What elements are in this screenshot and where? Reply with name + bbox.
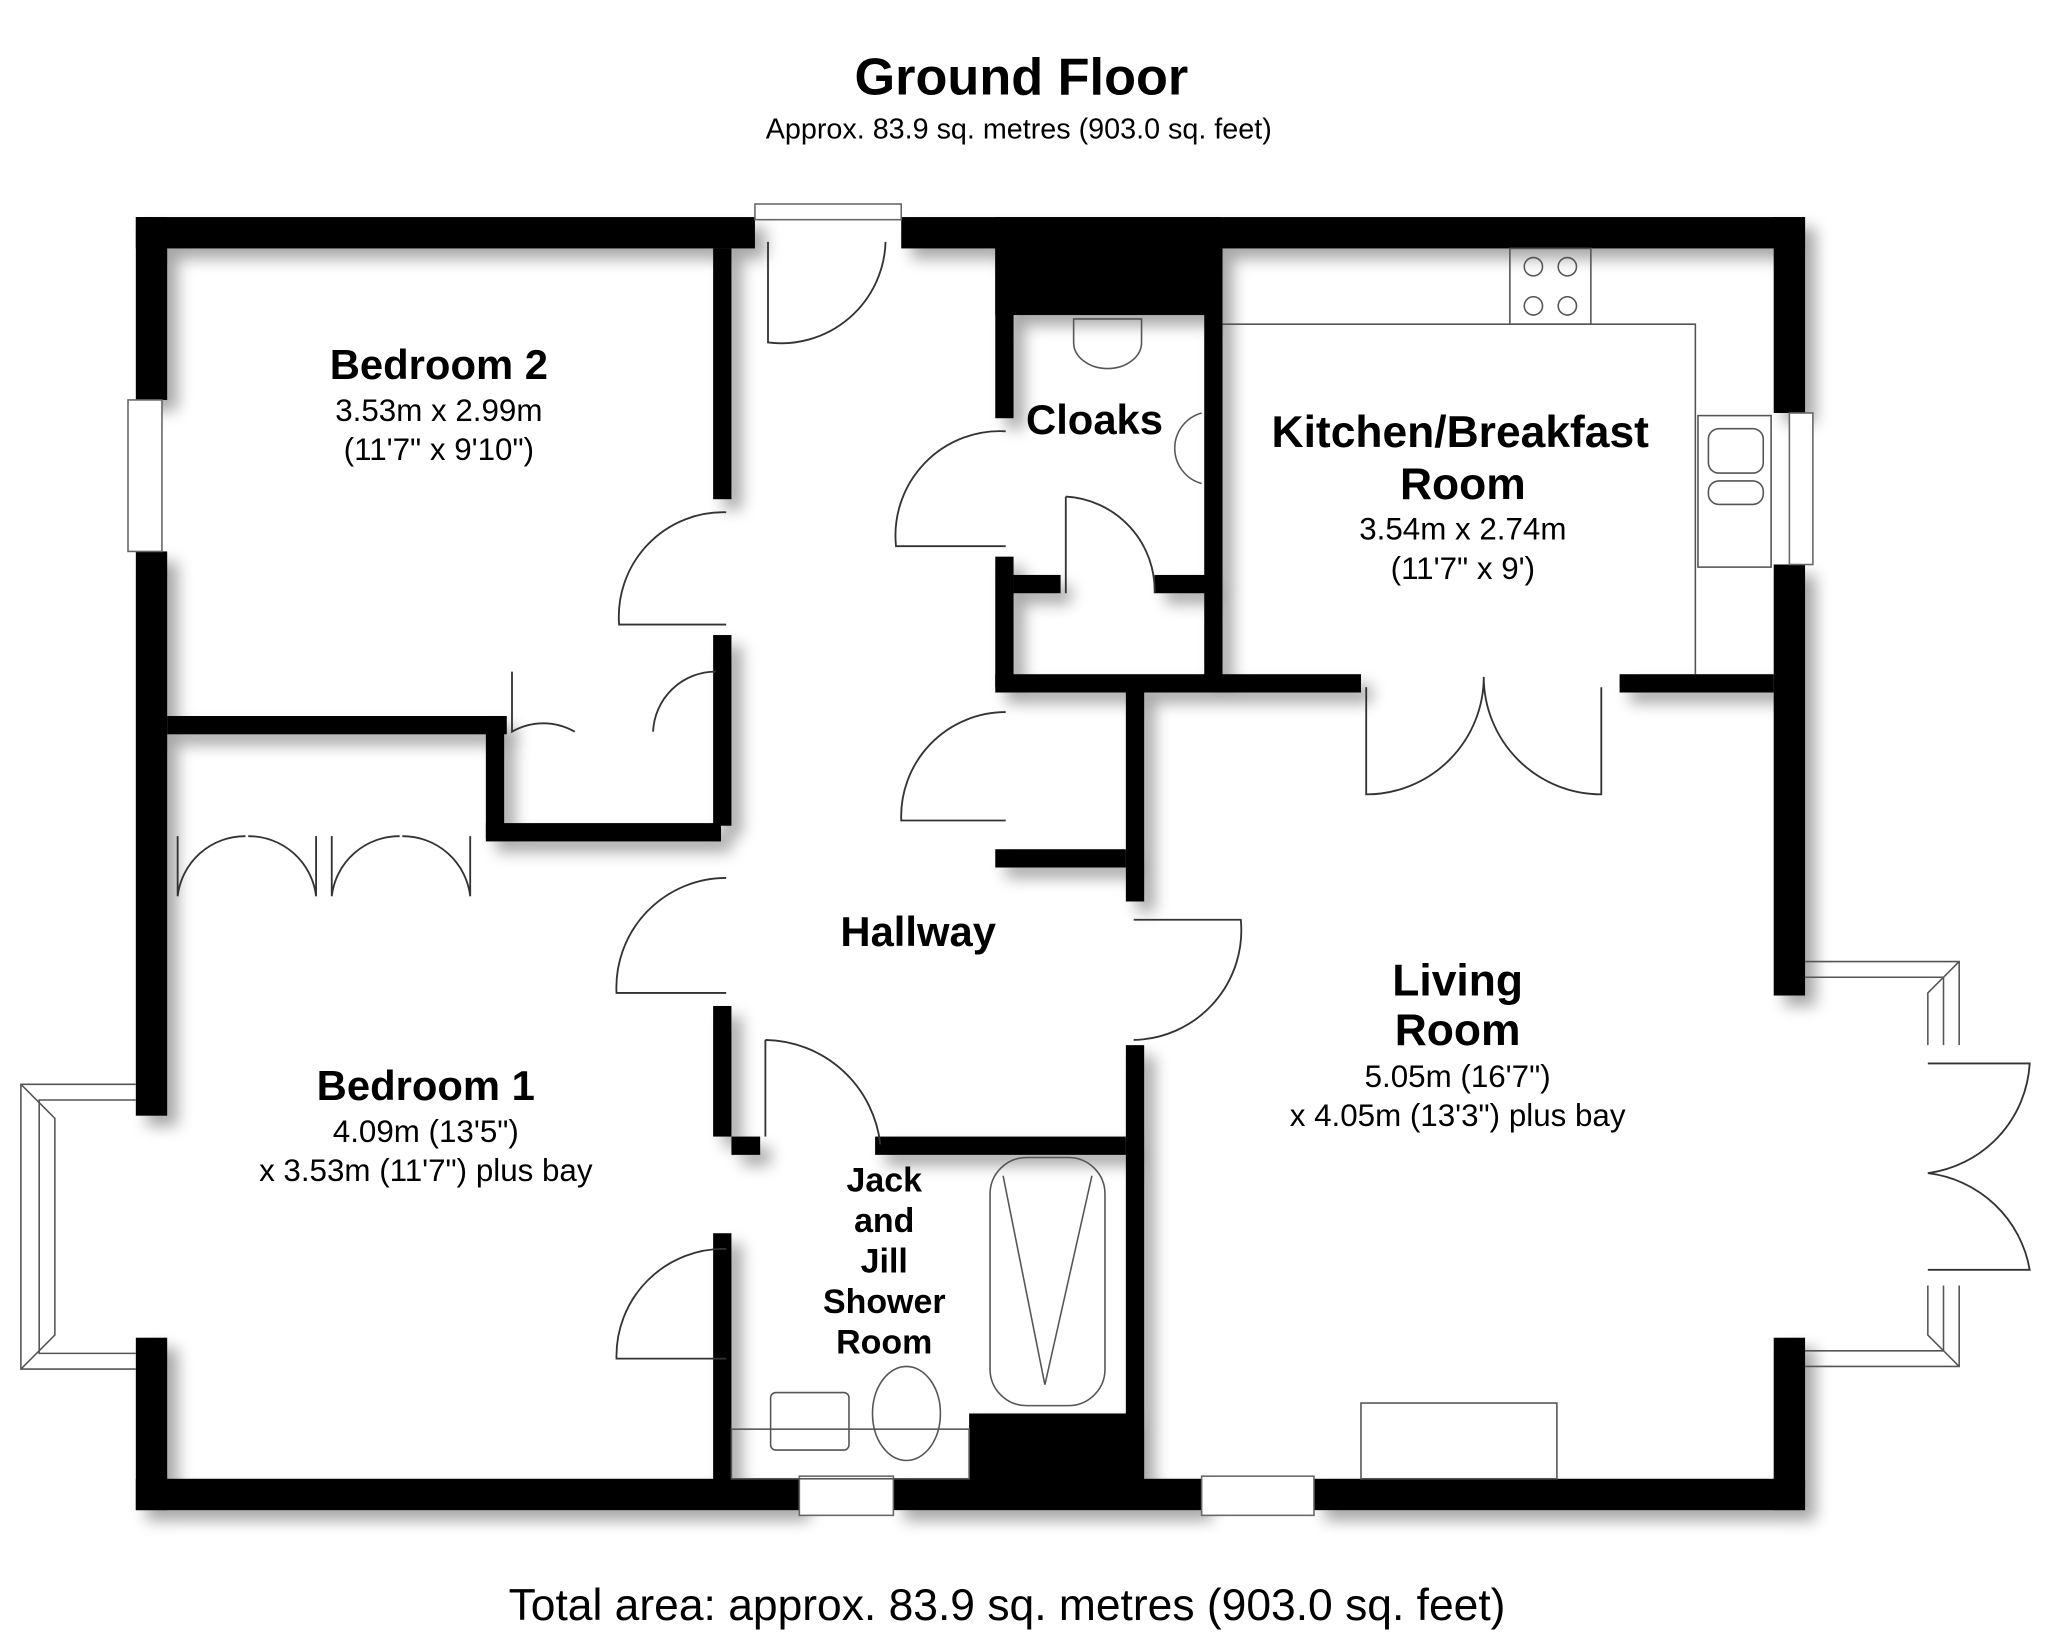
svg-text:and: and (854, 1202, 914, 1240)
svg-text:x 4.05m (13'3") plus bay: x 4.05m (13'3") plus bay (1290, 1098, 1626, 1133)
svg-text:Room: Room (1395, 1006, 1521, 1055)
svg-text:Bedroom 2: Bedroom 2 (330, 341, 548, 388)
room-hallway: Hallway (840, 908, 996, 955)
svg-text:3.54m x 2.74m: 3.54m x 2.74m (1359, 512, 1566, 547)
doors (176, 241, 2031, 1360)
total-area: Total area: approx. 83.9 sq. metres (903… (509, 1581, 1506, 1630)
svg-text:Living: Living (1392, 957, 1523, 1006)
svg-text:Hallway: Hallway (840, 908, 996, 955)
svg-text:Shower: Shower (823, 1283, 946, 1321)
windows (20, 203, 1960, 1517)
floor-title: Ground Floor (855, 48, 1189, 106)
svg-text:Room: Room (836, 1323, 932, 1361)
svg-text:Bedroom 1: Bedroom 1 (317, 1062, 535, 1109)
svg-text:(11'7" x 9'): (11'7" x 9') (1391, 551, 1535, 586)
room-bedroom-1: Bedroom 1 4.09m (13'5") x 3.53m (11'7") … (259, 1062, 593, 1188)
room-living: Living Room 5.05m (16'7") x 4.05m (13'3"… (1290, 957, 1626, 1134)
floor-area-subtitle: Approx. 83.9 sq. metres (903.0 sq. feet) (766, 114, 1272, 146)
svg-text:5.05m (16'7"): 5.05m (16'7") (1365, 1059, 1551, 1094)
fixtures (730, 247, 1772, 1480)
room-kitchen: Kitchen/Breakfast Room 3.54m x 2.74m (11… (1272, 408, 1650, 586)
svg-text:x 3.53m (11'7") plus bay: x 3.53m (11'7") plus bay (259, 1153, 593, 1188)
room-shower: Jack and Jill Shower Room (823, 1161, 946, 1361)
svg-text:Jill: Jill (861, 1242, 908, 1280)
walls (135, 217, 1806, 1511)
svg-text:3.53m x 2.99m: 3.53m x 2.99m (335, 393, 542, 428)
svg-text:Cloaks: Cloaks (1026, 396, 1163, 443)
svg-text:Room: Room (1400, 460, 1526, 509)
svg-text:Kitchen/Breakfast: Kitchen/Breakfast (1272, 408, 1650, 457)
room-bedroom-2: Bedroom 2 3.53m x 2.99m (11'7" x 9'10") (330, 341, 548, 467)
room-cloaks: Cloaks (1026, 396, 1163, 443)
svg-text:4.09m (13'5"): 4.09m (13'5") (333, 1114, 519, 1149)
svg-text:(11'7" x 9'10"): (11'7" x 9'10") (344, 432, 534, 467)
svg-text:Jack: Jack (846, 1161, 922, 1199)
